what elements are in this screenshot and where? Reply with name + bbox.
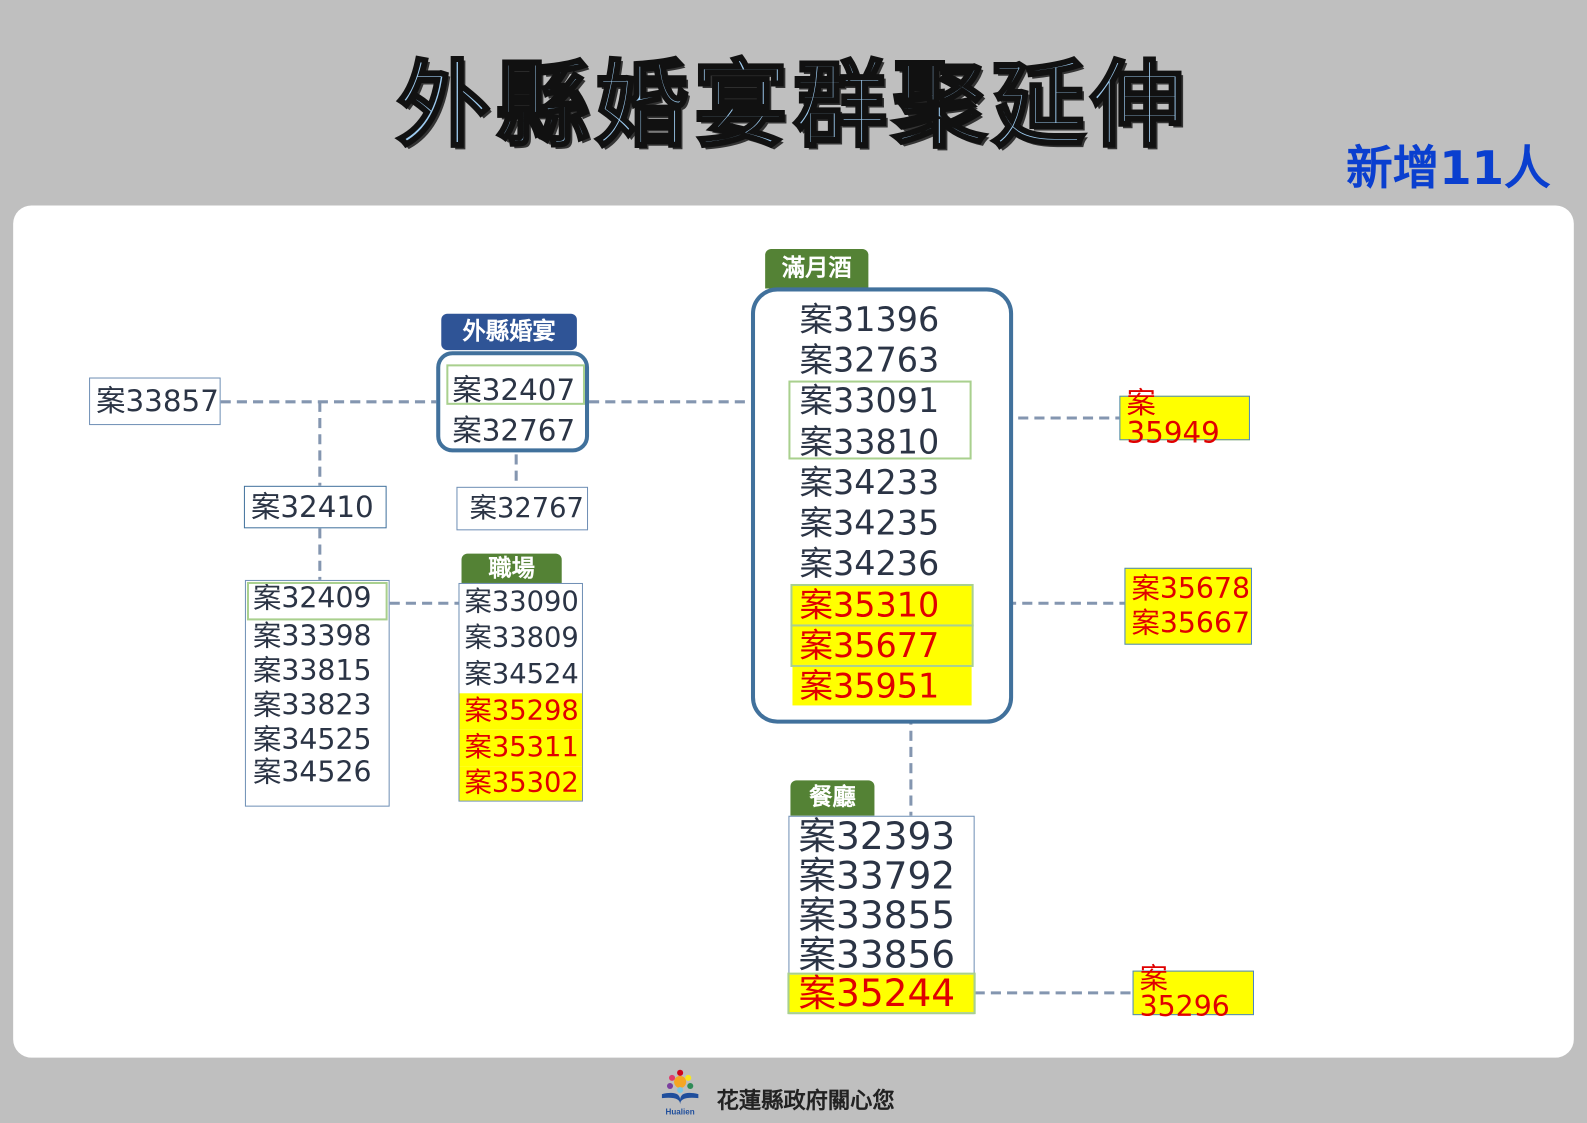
group-label-fullmoon: 滿月酒 [765, 248, 869, 289]
new-case-item: 案35310 [790, 583, 974, 627]
case-item: 案33823 [253, 688, 372, 722]
case-item: 案33090 [464, 586, 579, 618]
case-item: 案34233 [799, 462, 940, 503]
new-case-item: 案35244 [787, 972, 976, 1015]
hualien-logo-icon: Hualien [661, 1069, 699, 1116]
new-case-node: 案35949 [1119, 388, 1250, 447]
case-item: 案35667 [1131, 606, 1251, 640]
new-case-item: 案35951 [792, 666, 972, 706]
case-item: 案33091 [799, 380, 940, 421]
case-node: 案33857 [89, 377, 221, 426]
case-item: 案34524 [464, 658, 579, 691]
case-node: 案32767 [456, 486, 589, 531]
restaurant-list: 案32393 案33792 案33855 案33856 案35244 [787, 814, 976, 1015]
group-label-wedding: 外縣婚宴 [441, 313, 577, 351]
new-case-item: 案35311 [459, 729, 582, 767]
wedding-group: 案32407 案32767 [436, 351, 590, 453]
case-node: 案32410 [243, 485, 387, 529]
case-item: 案32407 [446, 364, 585, 407]
case-item: 案33398 [253, 619, 372, 653]
group-label-restaurant: 餐廳 [790, 780, 875, 816]
case-item: 案33815 [253, 653, 372, 688]
footer-text: 花蓮縣政府關心您 [716, 1089, 895, 1115]
case-item: 案34235 [799, 503, 940, 543]
case-item: 案33809 [464, 622, 579, 654]
page-title: 外縣婚宴群聚延伸 [395, 50, 1191, 161]
case-item: 案34236 [799, 543, 940, 583]
case-item: 案32393 [798, 814, 956, 859]
new-case-item: 案35302 [459, 766, 582, 801]
case-list: 案32409 案33398 案33815 案33823 案34525 案3452… [244, 579, 390, 807]
case-item: 案31396 [799, 299, 940, 340]
case-item: 案32763 [799, 340, 940, 380]
new-case-node: 案35296 [1132, 964, 1254, 1021]
case-item: 案32409 [246, 581, 388, 621]
case-item: 案32767 [452, 412, 576, 448]
new-case-item: 案35298 [459, 693, 582, 730]
new-case-node: 案35678 案35667 [1124, 567, 1252, 645]
case-item: 案33792 [798, 854, 956, 898]
new-cases-count: 新增11人 [1346, 140, 1551, 196]
case-item: 案33856 [798, 933, 956, 977]
logo-text: Hualien [666, 1107, 695, 1116]
case-item: 案35678 [1131, 571, 1251, 606]
case-item: 案34526 [253, 755, 372, 789]
group-label-workplace: 職場 [461, 553, 562, 584]
workplace-list: 案33090 案33809 案34524 案35298 案35311 案3530… [458, 582, 583, 802]
case-item: 案33810 [799, 422, 940, 462]
case-item: 案34525 [253, 722, 372, 757]
case-item: 案33855 [798, 893, 956, 938]
new-case-item: 案35677 [790, 624, 974, 667]
